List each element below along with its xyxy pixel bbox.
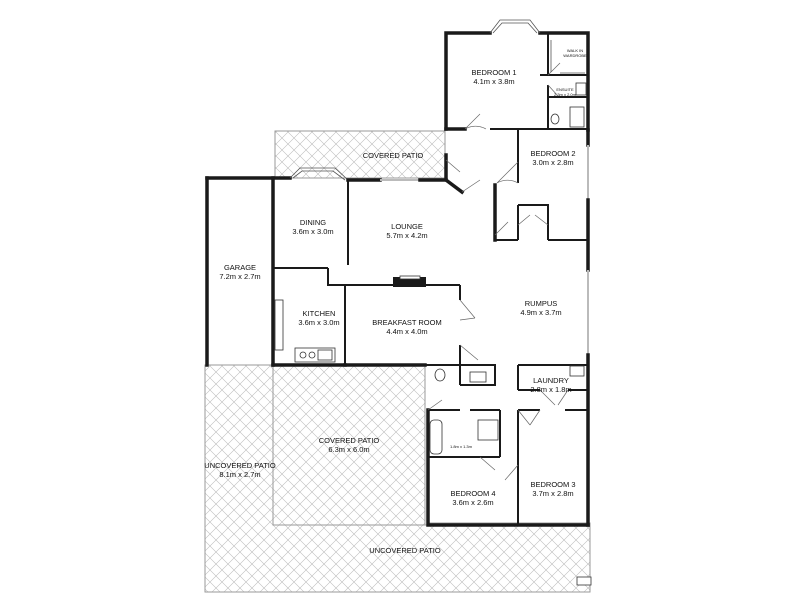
kitchen-size: 3.6m x 3.0m [298,318,339,327]
breakfast-size: 4.4m x 4.0m [386,327,427,336]
uncovered-patio-side-size: 8.1m x 2.7m [219,470,260,479]
bedroom2-name: BEDROOM 2 [530,149,575,158]
laundry-size: 2.8m x 1.8m [530,385,571,394]
fixtures [274,40,592,586]
patio-areas [204,130,591,593]
covered-patio-top-name: COVERED PATIO [363,151,424,160]
lounge-size: 5.7m x 4.2m [386,231,427,240]
bedroom1-name: BEDROOM 1 [471,68,516,77]
bedroom4-name: BEDROOM 4 [450,489,495,498]
covered-patio-name: COVERED PATIO [319,436,380,445]
bath-size: 1.8m x 1.3m [450,444,473,449]
bathtub [429,419,443,455]
garage-size: 7.2m x 2.7m [219,272,260,281]
rumpus-name: RUMPUS [525,299,558,308]
rumpus-size: 4.9m x 3.7m [520,308,561,317]
garage-name: GARAGE [224,263,256,272]
ensuite-size: 2.3m x 2.0m [554,92,577,97]
bedroom1-size: 4.1m x 3.8m [473,77,514,86]
toilet-main [434,368,446,382]
laundry-name: LAUNDRY [533,376,569,385]
dining-size: 3.6m x 3.0m [292,227,333,236]
walk-in-line1: WALK IN [567,48,583,53]
breakfast-name: BREAKFAST ROOM [372,318,441,327]
dining-name: DINING [300,218,326,227]
walk-in-line2: WARDROBE [563,53,587,58]
exterior-walls [205,19,590,527]
room-labels: BEDROOM 1 4.1m x 3.8m WALK IN WARDROBE E… [204,48,587,555]
lounge-name: LOUNGE [391,222,423,231]
fireplace [393,277,426,287]
bedroom4-size: 3.6m x 2.6m [452,498,493,507]
bedroom3-size: 3.7m x 2.8m [532,489,573,498]
covered-patio-size: 6.3m x 6.0m [328,445,369,454]
toilet-ensuite [550,113,560,125]
ensuite-name: ENSUITE [556,87,574,92]
interior-walls [273,33,588,525]
uncovered-patio-bottom-name: UNCOVERED PATIO [369,546,441,555]
uncovered-patio-side-name: UNCOVERED PATIO [204,461,276,470]
kitchen-name: KITCHEN [303,309,336,318]
shower [477,419,499,441]
bedroom3-name: BEDROOM 3 [530,480,575,489]
bedroom2-size: 3.0m x 2.8m [532,158,573,167]
doors [427,62,569,481]
